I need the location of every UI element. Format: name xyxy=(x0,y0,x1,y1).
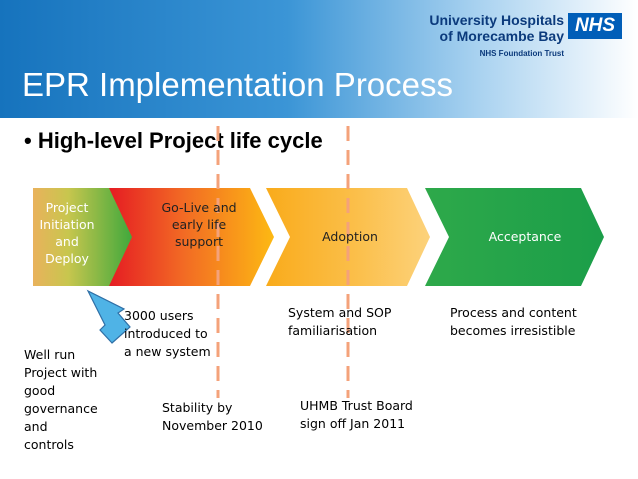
logo-line-1: University Hospitals xyxy=(429,12,564,28)
stage-1-chevron xyxy=(33,188,133,286)
note-users: 3000 users introduced to a new system xyxy=(124,308,211,359)
logo-line-3: NHS Foundation Trust xyxy=(479,49,564,58)
note-board: UHMB Trust Board sign off Jan 2011 xyxy=(300,398,413,431)
stage-4-label: Acceptance xyxy=(488,229,562,244)
note-stability: Stability by November 2010 xyxy=(162,400,263,433)
nhs-logo: NHS xyxy=(568,13,622,39)
stage-2-label: Go-Live and early life support xyxy=(161,200,237,249)
note-sop: System and SOP familiarisation xyxy=(288,305,392,338)
feedback-arrow xyxy=(86,289,131,344)
note-process: Process and content becomes irresistible xyxy=(450,305,577,338)
trust-logo: University Hospitals of Morecambe Bay NH… xyxy=(429,12,564,62)
header-banner xyxy=(0,0,638,118)
page-title: EPR Implementation Process xyxy=(22,66,454,103)
note-well-run: Well run Project with good governance an… xyxy=(24,347,98,452)
stage-3-label: Adoption xyxy=(322,229,378,244)
stage-4-chevron xyxy=(425,188,604,286)
stage-2-chevron xyxy=(109,188,274,286)
logo-line-2: of Morecambe Bay xyxy=(439,28,564,44)
stage-1-label: Project Initiation and Deploy xyxy=(39,200,95,266)
subtitle-bullet: • High-level Project life cycle xyxy=(24,128,323,153)
